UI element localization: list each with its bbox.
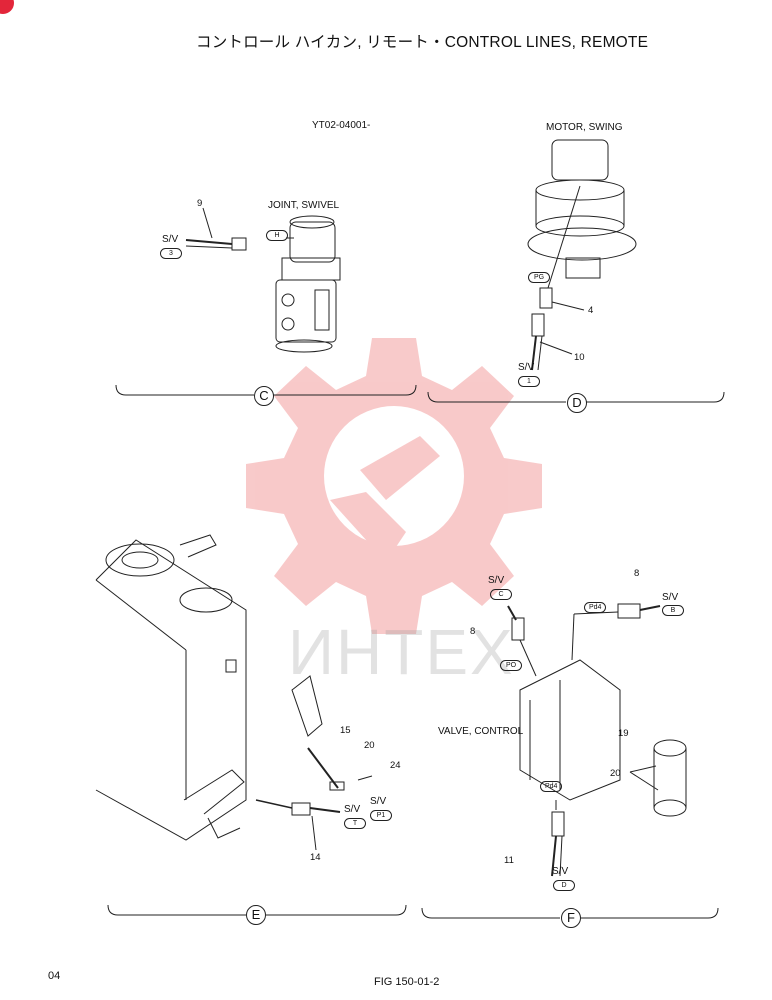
view-d-marker: D — [567, 393, 587, 413]
port-p1: P1 — [370, 810, 392, 821]
port-sv-3: 3 — [160, 248, 182, 259]
sv-label-f-d: S/V — [552, 866, 569, 877]
callout-14: 14 — [310, 852, 321, 863]
sv-label-f-b: S/V — [662, 592, 679, 603]
callout-19: 19 — [618, 728, 629, 739]
swivel-joint-label: JOINT, SWIVEL — [268, 200, 340, 211]
port-h: H — [266, 230, 288, 241]
serial-range: YT02-04001- — [312, 120, 371, 131]
port-po: PO — [500, 660, 522, 671]
view-c-marker: C — [254, 386, 274, 406]
figure-number: FIG 150-01-2 — [374, 976, 440, 988]
port-t: T — [344, 818, 366, 829]
page-number: 04 — [48, 970, 61, 982]
callout-20-e: 20 — [364, 740, 375, 751]
view-e-marker: E — [246, 905, 266, 925]
callout-8-left: 8 — [470, 626, 476, 637]
view-f-marker: F — [561, 908, 581, 928]
swing-motor-label: MOTOR, SWING — [546, 122, 623, 133]
sv-label-f-c: S/V — [488, 575, 505, 586]
callout-9: 9 — [197, 198, 203, 209]
callout-10: 10 — [574, 352, 585, 363]
watermark-gear-icon — [246, 338, 542, 634]
watermark-text: ИНТЕХ — [288, 616, 515, 688]
port-pd4-top: Pd4 — [584, 602, 607, 613]
callout-20-f: 20 — [610, 768, 621, 779]
callout-15: 15 — [340, 725, 351, 736]
sv-label-e-t: S/V — [344, 804, 361, 815]
callout-11: 11 — [504, 855, 514, 866]
callout-24: 24 — [390, 760, 401, 771]
port-pg: PG — [528, 272, 550, 283]
port-c: C — [490, 589, 512, 600]
callout-8-right: 8 — [634, 568, 640, 579]
sv-label-e-p1: S/V — [370, 796, 387, 807]
port-d: D — [553, 880, 575, 891]
sv-label-d: S/V — [518, 362, 535, 373]
corner-badge — [0, 0, 14, 14]
control-valve-label: VALVE, CONTROL — [438, 726, 524, 737]
port-sv-1: 1 — [518, 376, 540, 387]
port-pd4-low: Pd4 — [540, 781, 563, 792]
page-title: コントロール ハイカン, リモート・CONTROL LINES, REMOTE — [196, 34, 649, 51]
callout-4: 4 — [588, 305, 594, 316]
sv-label-c: S/V — [162, 234, 179, 245]
port-b: B — [662, 605, 684, 616]
